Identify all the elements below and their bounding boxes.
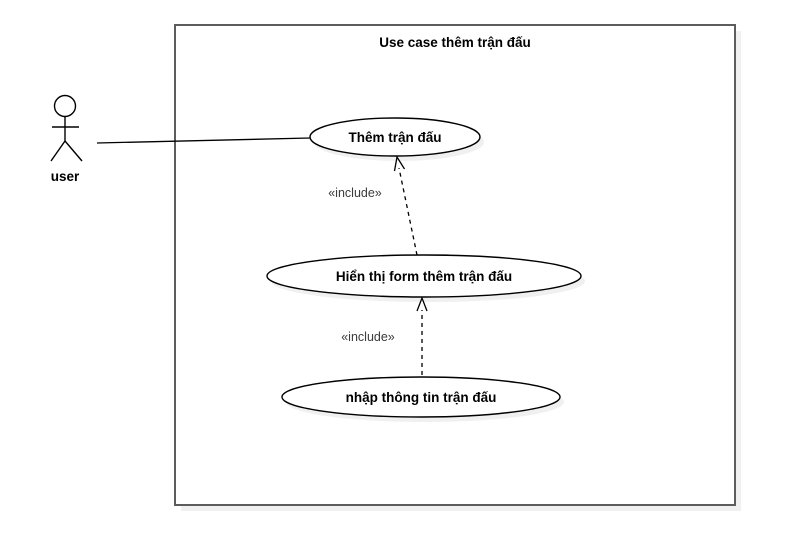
actor-user: user — [50, 94, 83, 184]
include-edge-2-label: «include» — [341, 330, 395, 344]
actor-leg-left — [50, 140, 66, 162]
actor-leg-right — [64, 140, 83, 162]
use-case-2-label: Hiển thị form thêm trận đấu — [336, 269, 512, 284]
use-case-3-ellipse — [281, 376, 561, 418]
use-case-1-label: Thêm trận đấu — [348, 130, 441, 145]
use-case-2-ellipse — [266, 254, 582, 298]
include-edge-1-label: «include» — [328, 186, 382, 200]
include-edge-1: «include» — [328, 155, 418, 256]
include-edge-1-arrowhead — [393, 155, 406, 172]
use-case-hien-thi-form: Hiển thị form thêm trận đấu — [266, 254, 585, 302]
include-edge-2: «include» — [341, 296, 428, 375]
association-user-them-tran-dau — [96, 137, 311, 144]
use-case-3-label: nhập thông tin trận đấu — [346, 390, 497, 405]
system-boundary-title: Use case thêm trận đấu — [379, 35, 531, 50]
use-case-them-tran-dau: Thêm trận đấu — [309, 117, 484, 161]
actor-head — [53, 94, 77, 118]
include-edge-2-arrowhead — [416, 296, 428, 312]
include-edge-1-dashed-line — [398, 167, 418, 256]
actor-label: user — [51, 169, 80, 184]
use-case-nhap-thong-tin: nhập thông tin trận đấu — [281, 376, 564, 422]
use-case-1-ellipse — [309, 117, 481, 157]
